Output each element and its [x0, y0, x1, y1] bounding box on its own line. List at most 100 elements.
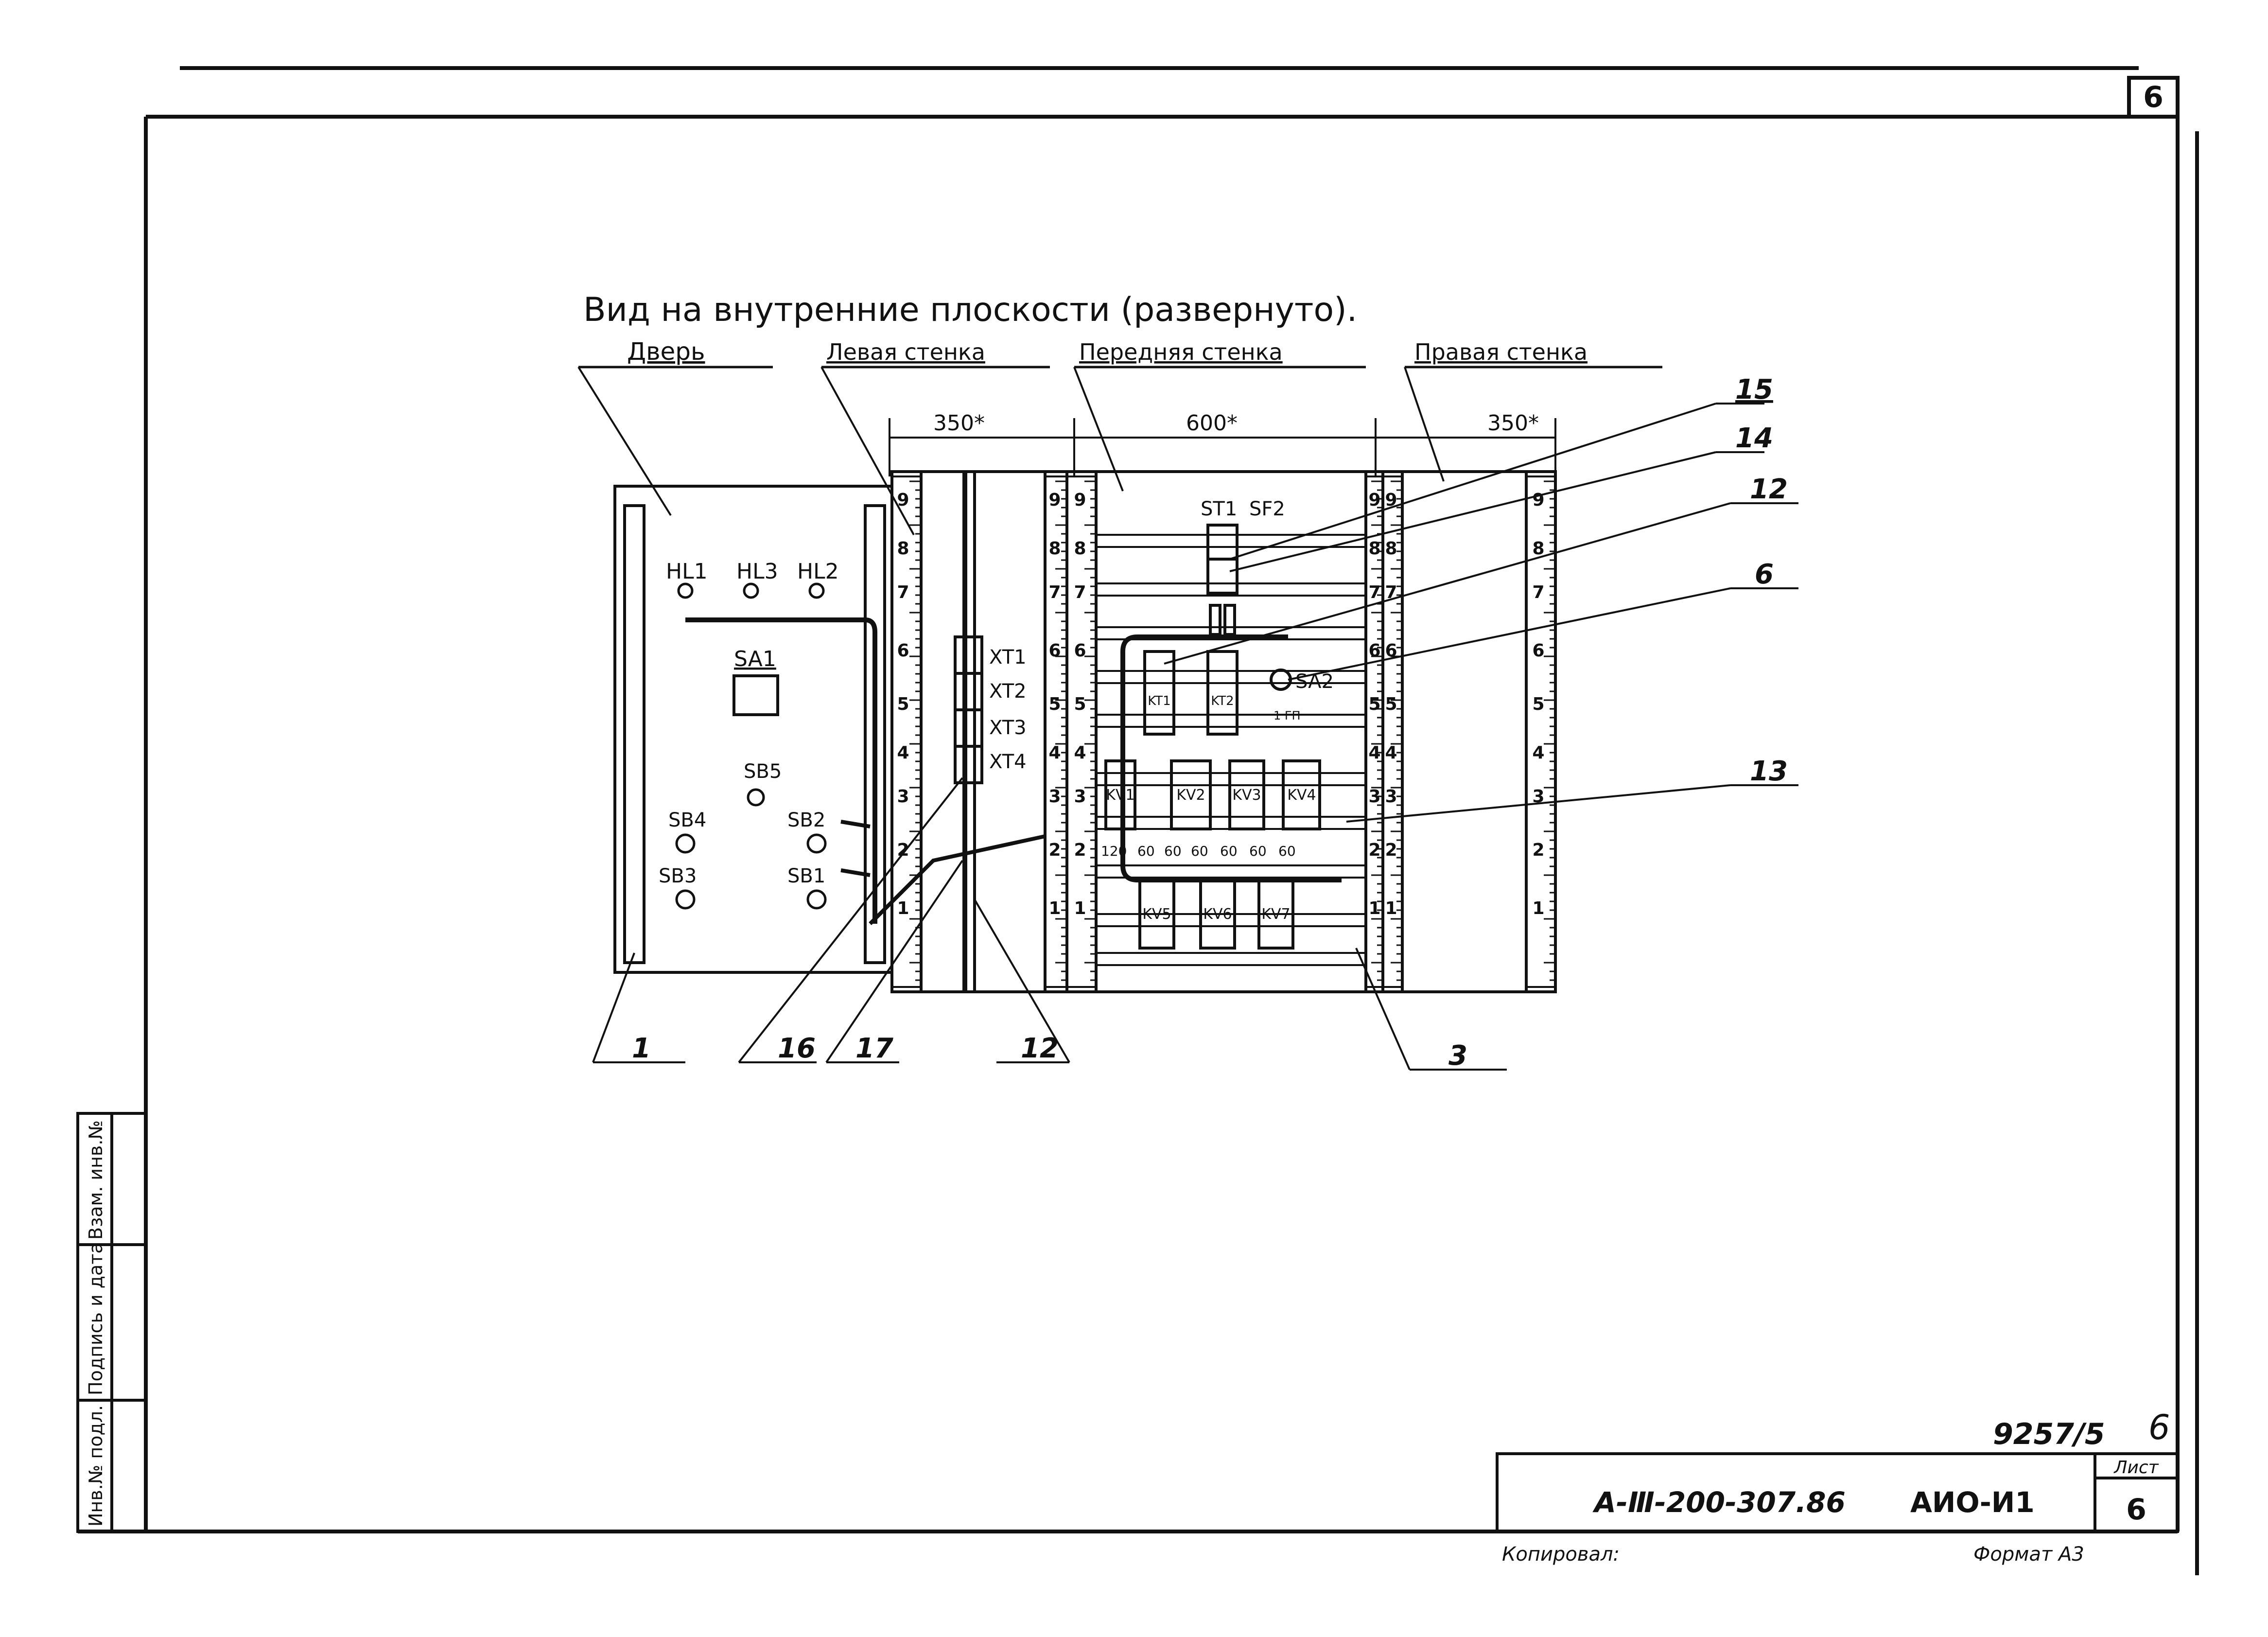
corner-sheet-number: 6 [2143, 80, 2163, 114]
rail-number: 7 [1048, 582, 1061, 602]
spacing-120: 120 [1101, 843, 1127, 859]
rail-number: 3 [1048, 787, 1061, 807]
callouts: 15 14 12 6 13 1 16 17 12 3 [632, 374, 1788, 1072]
sheet-value: 6 [2126, 1493, 2146, 1527]
rail-number: 9 [897, 490, 909, 510]
rail-number: 6 [1368, 641, 1380, 661]
rail-number: 4 [1385, 743, 1397, 763]
callout-12-top: 12 [1750, 474, 1788, 505]
rail-number: 8 [1048, 539, 1061, 559]
stamp-replace-label: Взам. инв.№ [85, 1120, 106, 1240]
rail-number: 7 [1368, 582, 1380, 602]
format-label: Формат А3 [1973, 1543, 2084, 1566]
xt2-label: XT2 [989, 680, 1027, 703]
rail-number: 3 [897, 787, 909, 807]
doc-number: 9257/5 [1993, 1417, 2105, 1451]
kv5-label: KV5 [1142, 906, 1171, 923]
rail-number: 2 [1385, 840, 1397, 860]
kv1-label: KV1 [1106, 787, 1134, 804]
kt1-label: KT1 [1148, 694, 1170, 708]
rail-number: 1 [897, 898, 909, 918]
kt2-label: KT2 [1211, 694, 1234, 708]
sa1-label: SA1 [734, 647, 776, 671]
rear-devices [1104, 524, 1321, 950]
rail-number: 2 [1048, 840, 1061, 860]
rail-number: 7 [1532, 582, 1544, 602]
rulers: 9876543219876543219876543219876543219876… [891, 475, 1556, 988]
door-devices: HL1 HL3 HL2 SA1 SB5 SB4 SB2 SB3 SB1 [659, 559, 871, 910]
rail-number: 3 [1385, 787, 1397, 807]
ruler-frame [891, 475, 922, 988]
rail-number: 6 [1532, 641, 1544, 661]
rail-number: 2 [1074, 840, 1086, 860]
callout-12-bottom: 12 [1021, 1033, 1059, 1064]
right-wall [1381, 470, 1557, 993]
spacing-60-a: 60 [1137, 843, 1155, 859]
rail-number: 6 [1074, 641, 1086, 661]
hl2-label: HL2 [797, 559, 839, 584]
sheet-frame [78, 66, 2199, 1575]
drawing-title: Вид на внутренние плоскости (развернуто)… [583, 291, 1357, 329]
rail-number: 2 [1368, 840, 1380, 860]
title-block [1496, 1452, 2179, 1533]
sb2-label: SB2 [787, 809, 825, 831]
stamp-sign-label: Подпись и дата [85, 1242, 106, 1395]
section-headers: Дверь Левая стенка Передняя стенка Права… [578, 337, 1662, 369]
side-stamp [76, 1112, 147, 1533]
spacing-60-d: 60 [1220, 843, 1238, 859]
rear-labels: ST1 SF2 KT1 KT2 SA2 1 ГП KV1 KV2 KV3 KV4… [1101, 498, 1334, 923]
rail-number: 5 [897, 694, 909, 714]
st1-label: ST1 [1201, 498, 1237, 520]
rail-number: 5 [1048, 694, 1061, 714]
rail-number: 8 [897, 539, 909, 559]
callout-15: 15 [1735, 374, 1773, 405]
rail-number: 9 [1368, 490, 1380, 510]
hl3-label: HL3 [736, 559, 778, 584]
callout-6: 6 [1755, 559, 1774, 590]
dim-right: 350* [1487, 411, 1539, 436]
rail-number: 7 [897, 582, 909, 602]
rear-wiring [1120, 634, 1342, 882]
callout-13: 13 [1750, 756, 1788, 787]
hl1-label: HL1 [666, 559, 708, 584]
copied-label: Копировал: [1502, 1543, 1620, 1566]
callout-16: 16 [778, 1033, 816, 1064]
sb3-label: SB3 [659, 865, 697, 887]
spacing-60-f: 60 [1278, 843, 1296, 859]
callout-17: 17 [855, 1033, 893, 1064]
xt4-label: XT4 [989, 751, 1027, 773]
spacing-60-e: 60 [1249, 843, 1267, 859]
callout-14: 14 [1735, 422, 1773, 454]
dim-rear: 600* [1186, 411, 1238, 436]
rail-number: 5 [1368, 694, 1380, 714]
spacing-60-b: 60 [1164, 843, 1182, 859]
rail-number: 8 [1074, 539, 1086, 559]
designation: А-Ⅲ-200-307.86 [1592, 1486, 1846, 1519]
rail-number: 1 [1385, 898, 1397, 918]
rail-number: 5 [1385, 694, 1397, 714]
sheet-label: Лист [2113, 1458, 2159, 1478]
doc-number-suffix: 6 [2148, 1408, 2170, 1447]
rail-number: 1 [1048, 898, 1061, 918]
rail-number: 8 [1368, 539, 1380, 559]
rail-number: 9 [1532, 490, 1544, 510]
sb5-label: SB5 [744, 760, 782, 783]
rail-number: 3 [1074, 787, 1086, 807]
rail-number: 6 [897, 641, 909, 661]
ruler-frame [1382, 475, 1403, 988]
header-leaders [577, 366, 1445, 535]
doc-code: АИО-И1 [1910, 1486, 2035, 1519]
rail-number: 2 [1532, 840, 1544, 860]
rail-number: 2 [897, 840, 909, 860]
kv6-label: KV6 [1203, 906, 1232, 923]
kv7-label: KV7 [1261, 906, 1290, 923]
rail-number: 9 [1048, 490, 1061, 510]
section-door: Дверь [627, 337, 705, 366]
kv4-label: KV4 [1287, 787, 1316, 804]
sb1-label: SB1 [787, 865, 825, 887]
rail-number: 5 [1074, 694, 1086, 714]
kv2-label: KV2 [1176, 787, 1205, 804]
rail-number: 4 [897, 743, 909, 763]
xt1-label: XT1 [989, 646, 1027, 669]
